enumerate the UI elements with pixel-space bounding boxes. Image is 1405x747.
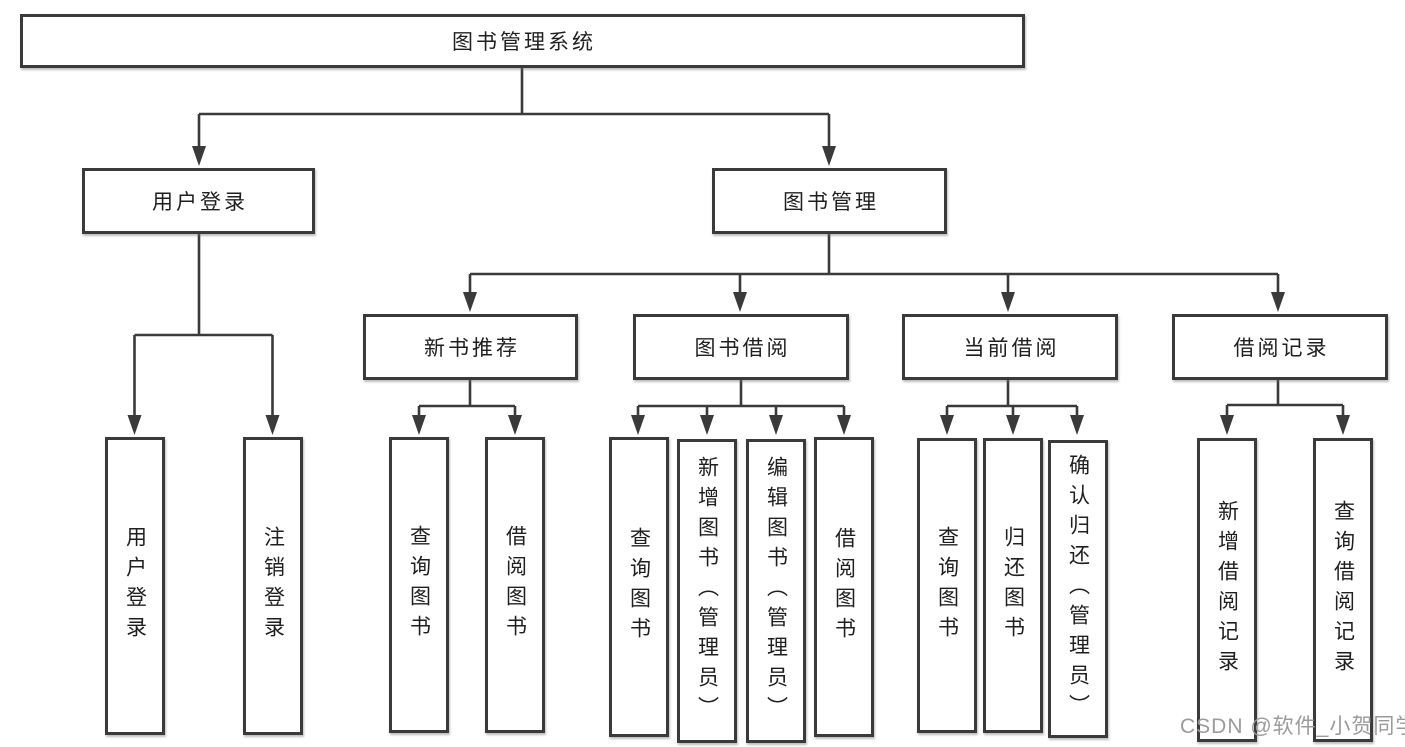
arrow-down-icon: [631, 415, 645, 435]
leaf-label: 新增借阅记录: [1215, 500, 1239, 680]
node-label: 图书管理: [783, 191, 879, 214]
node-library-system: 图书管理系统: [20, 14, 1025, 68]
arrow-down-icon: [1006, 415, 1020, 435]
arrow-down-icon: [1271, 292, 1285, 312]
leaf-label: 借阅图书: [832, 527, 856, 647]
leaf-label: 新增图书（管理员）: [695, 456, 719, 726]
arrow-down-icon: [769, 415, 783, 435]
arrow-down-icon: [463, 292, 477, 312]
leaf-user-login: 用户登录: [105, 437, 165, 735]
leaf-current-confirm-admin: 确认归还（管理员）: [1048, 440, 1108, 738]
node-book-borrowing: 图书借阅: [633, 314, 849, 380]
leaf-current-query: 查询图书: [917, 438, 977, 733]
leaf-label: 查询图书: [407, 525, 431, 645]
arrow-down-icon: [733, 292, 747, 312]
arrow-down-icon: [940, 415, 954, 435]
leaf-label: 查询图书: [627, 527, 651, 647]
node-book-management: 图书管理: [712, 168, 947, 234]
arrow-down-icon: [1001, 292, 1015, 312]
node-borrowing-records: 借阅记录: [1172, 314, 1388, 380]
leaf-label: 注销登录: [261, 526, 285, 646]
node-new-books: 新书推荐: [363, 314, 578, 380]
leaf-logout: 注销登录: [243, 437, 303, 735]
leaf-label: 查询图书: [935, 525, 959, 646]
leaf-borrowing-query: 查询图书: [609, 437, 669, 737]
leaf-borrowing-add-admin: 新增图书（管理员）: [677, 439, 737, 743]
node-label: 当前借阅: [963, 337, 1060, 360]
leaf-label: 借阅图书: [503, 525, 527, 645]
leaf-borrowing-borrow: 借阅图书: [814, 437, 874, 737]
node-label: 图书借阅: [694, 337, 791, 360]
arrow-down-icon: [822, 146, 836, 166]
arrow-down-icon: [192, 146, 206, 166]
node-label: 借阅记录: [1233, 337, 1330, 360]
leaf-records-query: 查询借阅记录: [1313, 438, 1373, 742]
leaf-label: 归还图书: [1001, 525, 1025, 646]
node-label: 图书管理系统: [452, 31, 596, 54]
csdn-watermark: CSDN @软件_小贺同学: [1180, 715, 1405, 738]
leaf-label: 查询借阅记录: [1331, 500, 1355, 680]
leaf-newbooks-query: 查询图书: [389, 437, 449, 733]
node-label: 用户登录: [152, 191, 248, 214]
arrow-down-icon: [412, 415, 426, 435]
leaf-records-add: 新增借阅记录: [1197, 438, 1257, 742]
leaf-borrowing-edit-admin: 编辑图书（管理员）: [746, 439, 806, 743]
leaf-label: 用户登录: [123, 526, 147, 646]
node-user-login: 用户登录: [82, 168, 315, 234]
arrow-down-icon: [265, 415, 280, 435]
arrow-down-icon: [1070, 415, 1084, 435]
arrow-down-icon: [1336, 415, 1350, 435]
arrow-down-icon: [508, 415, 522, 435]
leaf-label: 编辑图书（管理员）: [764, 456, 788, 726]
node-current-borrowing: 当前借阅: [902, 314, 1118, 380]
arrow-down-icon: [700, 415, 714, 435]
arrow-down-icon: [1220, 415, 1234, 435]
leaf-current-return: 归还图书: [983, 438, 1043, 733]
leaf-label: 确认归还（管理员）: [1066, 454, 1090, 724]
leaf-newbooks-borrow: 借阅图书: [485, 437, 545, 733]
arrow-down-icon: [127, 415, 142, 435]
node-label: 新书推荐: [424, 337, 520, 360]
arrow-down-icon: [837, 415, 851, 435]
